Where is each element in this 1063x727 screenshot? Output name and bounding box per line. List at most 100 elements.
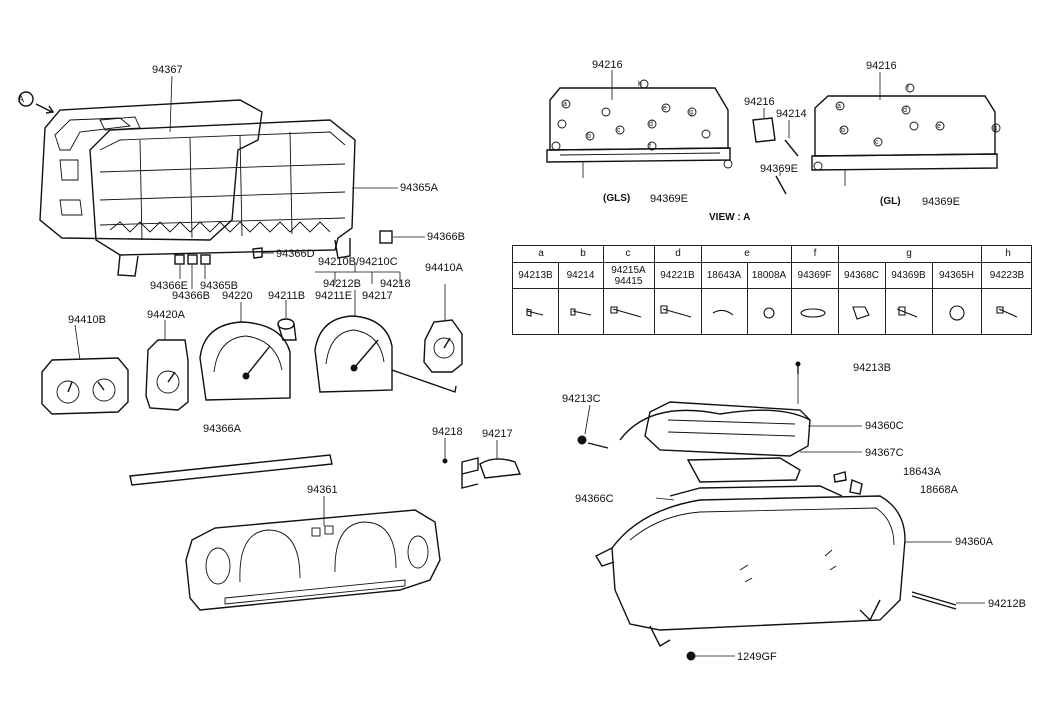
- caption-view-a: VIEW : A: [709, 212, 751, 223]
- view-a-gl-panel: [811, 72, 1001, 186]
- table-group-f: f: [813, 248, 817, 259]
- callout-94369E-gl: 94369E: [922, 196, 960, 208]
- screw-94213B-top: [795, 361, 801, 374]
- table-group-a: a: [538, 248, 544, 259]
- table-col-rule: [838, 246, 839, 334]
- view-gls-letter: c: [617, 127, 621, 134]
- callout-94216-mid: 94216: [744, 96, 775, 108]
- table-part-94369F: 94369F: [797, 270, 832, 281]
- callout-94410B: 94410B: [68, 314, 106, 326]
- sketch-94215A: [610, 306, 642, 318]
- view-gl-letter: f: [907, 85, 909, 92]
- sketch-94368C: [852, 306, 870, 320]
- callout-94361: 94361: [307, 484, 338, 496]
- bulb-socket-94211B: [277, 300, 297, 341]
- table-row-rule: [513, 288, 1031, 289]
- callout-94360A: 94360A: [955, 536, 993, 548]
- caption-gls: (GLS): [603, 193, 631, 204]
- callout-94210B-C: 94210B/94210C: [318, 256, 398, 268]
- table-group-h: h: [1005, 248, 1011, 259]
- view-a-marker: [18, 91, 55, 114]
- table-group-d: d: [675, 248, 681, 259]
- table-part-sketches: [526, 305, 1018, 321]
- callout-94369E-mid: 94369E: [760, 163, 798, 175]
- callout-94218-upper: 94218: [380, 278, 411, 290]
- gauge-94420A: [145, 320, 189, 411]
- gauge-94410B: [41, 324, 129, 415]
- callout-18643A: 18643A: [903, 466, 941, 478]
- table-part-94215A-94415: 94215A 94415: [611, 265, 646, 287]
- table-part-18643A: 18643A: [706, 270, 742, 281]
- table-part-94223B: 94223B: [989, 270, 1025, 281]
- screw-1249GF: [686, 651, 735, 661]
- view-gl-letter: e: [937, 123, 941, 130]
- callout-1249GF: 1249GF: [737, 651, 777, 663]
- table-group-g: g: [906, 248, 912, 259]
- sketch-94369F: [800, 308, 826, 318]
- table-col-rule: [981, 246, 982, 334]
- callout-94211B: 94211B: [268, 290, 306, 302]
- callout-94367C: 94367C: [865, 447, 904, 459]
- view-gls-letter: d: [649, 121, 653, 128]
- callout-94410A: 94410A: [425, 262, 463, 274]
- bulb-holder-94216: [752, 108, 799, 195]
- callout-94213C: 94213C: [562, 393, 601, 405]
- table-part-18008A: 18008A: [751, 270, 787, 281]
- callout-94214-mid: 94214: [776, 108, 807, 120]
- sketch-94213B: [526, 308, 544, 317]
- callout-94211E: 94211E: [315, 290, 353, 302]
- callout-18668A: 18668A: [920, 484, 958, 496]
- view-gls-letter: a: [563, 101, 567, 108]
- view-gls-letter: b: [587, 133, 591, 140]
- callout-94213B-top: 94213B: [853, 362, 891, 374]
- callout-94212B: 94212B: [323, 278, 361, 290]
- gauge-94410A: [423, 284, 463, 373]
- view-gl-letter: g: [993, 125, 997, 132]
- view-a-gls-markers: [551, 79, 733, 169]
- sketch-18008A: [763, 307, 775, 319]
- view-a-marker-label: A: [18, 94, 25, 104]
- table-col-rule: [558, 262, 559, 334]
- lens-94360A: [595, 485, 952, 647]
- callout-94366E: 94366E: [150, 280, 188, 292]
- sketch-94221B: [660, 305, 692, 318]
- sketch-94223B: [996, 306, 1018, 318]
- callout-94216-gl: 94216: [866, 60, 897, 72]
- view-gls-letter: h: [638, 81, 642, 88]
- table-col-rule: [747, 262, 748, 334]
- callout-94366A: 94366A: [203, 423, 241, 435]
- callout-94218-lower: 94218: [432, 426, 463, 438]
- table-group-e: e: [744, 248, 750, 259]
- sketch-18643A: [712, 309, 734, 316]
- bracket-94217: [442, 438, 522, 489]
- cluster-housing-94367: [39, 75, 398, 277]
- callout-94217-lower: 94217: [482, 428, 513, 440]
- callout-94366B: 94366B: [427, 231, 465, 243]
- sketch-94214: [570, 308, 592, 316]
- table-group-b: b: [580, 248, 586, 259]
- view-a-gls-panel: [546, 70, 731, 178]
- table-header-rule: [513, 262, 1031, 263]
- tachometer-94210B: [314, 290, 457, 393]
- callout-94367: 94367: [152, 64, 183, 76]
- table-part-94365H: 94365H: [938, 270, 975, 281]
- table-part-94214: 94214: [566, 270, 595, 281]
- parts-reference-table: a b c d e f g h 94213B 94214 94215A 9441…: [512, 245, 1032, 335]
- table-col-rule: [701, 246, 702, 334]
- view-gl-letter: c: [875, 139, 879, 146]
- face-plate-94361: [185, 496, 441, 611]
- strip-94366A: [129, 454, 333, 486]
- view-gl-letter: b: [841, 127, 845, 134]
- table-part-94213B: 94213B: [518, 270, 553, 281]
- table-group-c: c: [625, 248, 631, 259]
- screw-94212B: [911, 591, 985, 610]
- table-col-rule: [791, 246, 792, 334]
- table-col-rule: [603, 246, 604, 334]
- circuit-94367C: [686, 451, 863, 495]
- view-gls-letter: f: [649, 143, 651, 150]
- view-gl-letter: d: [903, 107, 907, 114]
- callout-94360C: 94360C: [865, 420, 904, 432]
- view-gls-letter: g: [689, 109, 693, 116]
- table-part-94368C: 94368C: [843, 270, 880, 281]
